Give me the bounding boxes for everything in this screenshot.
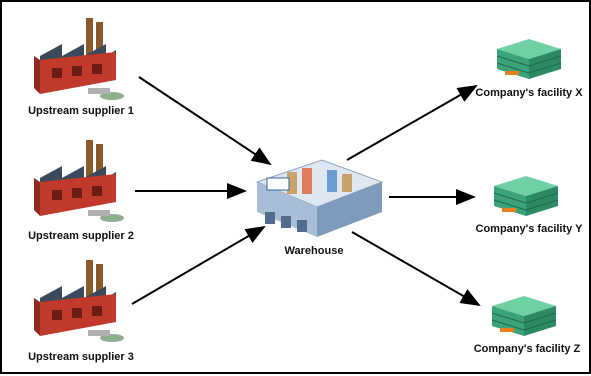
warehouse-node <box>247 152 387 247</box>
factory-icon <box>34 260 124 342</box>
factory-icon <box>34 18 124 100</box>
arrow-warehouse-to-facility-z <box>351 231 481 306</box>
warehouse-label: Warehouse <box>284 245 344 257</box>
facility-x-label: Company's facility X <box>475 87 583 99</box>
facility-z-node <box>490 294 560 347</box>
server-stack-icon <box>493 176 559 216</box>
supplier-2-node <box>32 138 127 231</box>
facility-y-label: Company's facility Y <box>475 223 583 235</box>
supplier-3-label: Upstream supplier 3 <box>28 351 134 363</box>
supplier-3-node <box>32 258 127 351</box>
server-stack-icon <box>491 296 557 336</box>
server-stack-icon <box>496 39 562 79</box>
supplier-1-label: Upstream supplier 1 <box>28 105 134 117</box>
supplier-2-label: Upstream supplier 2 <box>28 230 134 242</box>
arrow-supplier-1-to-warehouse <box>138 76 272 166</box>
supplier-1-node <box>32 16 127 109</box>
facility-y-node <box>492 174 562 227</box>
factory-icon <box>34 140 124 222</box>
facility-z-label: Company's facility Z <box>473 343 581 355</box>
warehouse-icon <box>255 159 384 237</box>
arrow-warehouse-to-facility-x <box>346 85 478 161</box>
facility-x-node <box>495 37 565 90</box>
arrow-supplier-3-to-warehouse <box>131 225 266 305</box>
